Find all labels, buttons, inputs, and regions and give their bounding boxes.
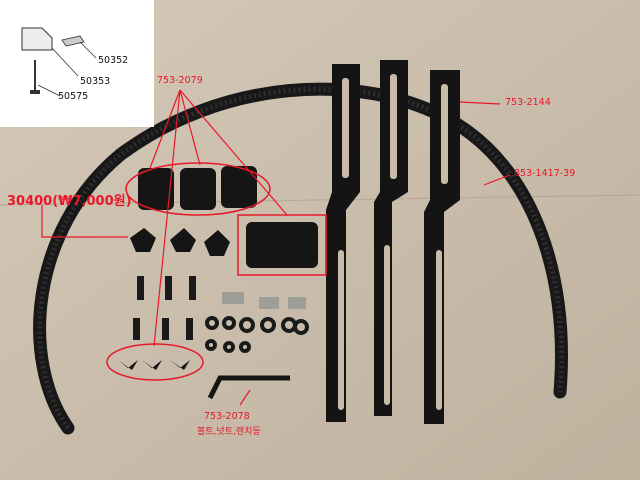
label-50575: 50575 — [58, 91, 89, 102]
label-50352: 50352 — [98, 55, 129, 66]
mounting-straps — [326, 60, 460, 424]
plates — [222, 292, 306, 309]
label-50353: 50353 — [80, 76, 111, 87]
label-knob-blocks-code: 753-2079 — [157, 75, 203, 86]
bolts — [133, 276, 196, 340]
price-note: 30400(₩7,000원) — [7, 194, 132, 209]
washers — [205, 316, 309, 353]
label-strap-code: 753-2144 — [505, 97, 551, 108]
wing-nuts-highlight — [106, 343, 204, 381]
hex-key — [207, 375, 290, 400]
inset-diagram — [0, 0, 154, 127]
small-parts-caption: 볼트,넛트,렌치등 — [197, 427, 261, 437]
wing-nuts — [118, 360, 190, 370]
label-small-parts-code: 753-2078 — [204, 411, 250, 422]
star-knobs — [130, 228, 230, 256]
label-foam-strip-code: 853-1417-39 — [514, 168, 576, 179]
knob-blocks-highlight — [125, 162, 271, 216]
annotation-lines — [41, 89, 511, 406]
rubber-pad — [237, 214, 327, 276]
knob-blocks — [138, 166, 257, 210]
